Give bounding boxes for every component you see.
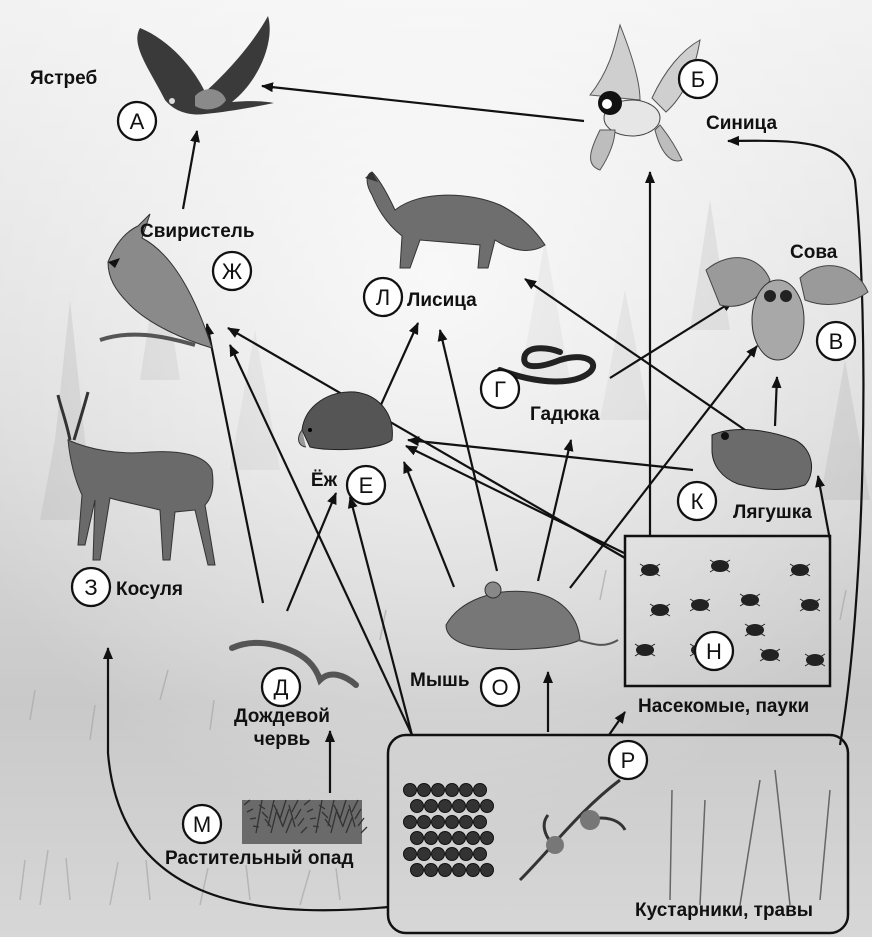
letter-litter: М [193,812,211,837]
letter-viper: Г [494,377,506,402]
marker-waxwing: Ж [213,252,251,290]
marker-mouse: О [481,668,519,706]
label-fox: Лисица [407,290,477,311]
label-plants: Кустарники, травы [635,900,813,921]
label-litter: Растительный опад [165,848,354,869]
label-roe: Косуля [116,579,183,600]
letter-owl: В [829,329,844,354]
letter-worm: Д [274,675,289,700]
label-tit: Синица [706,113,777,134]
letter-waxwing: Ж [222,259,243,284]
marker-tit: Б [679,60,717,98]
letter-hawk: А [130,109,145,134]
label-frog: Лягушка [733,502,812,523]
marker-hawk: А [118,102,156,140]
marker-insects: Н [695,632,733,670]
label-worm-line-0: Дождевой [234,706,330,727]
letter-insects: Н [706,639,722,664]
letter-roe: З [84,575,97,600]
letter-fox: Л [376,285,390,310]
marker-plants: Р [609,741,647,779]
label-hawk: Ястреб [30,68,97,89]
letter-frog: К [691,489,704,514]
marker-owl: В [817,322,855,360]
label-worm-line-1: червь [254,729,311,750]
label-waxwing: Свиристель [140,221,255,242]
letter-hedgehog: Е [359,473,374,498]
label-hedgehog: Ёж [311,470,338,491]
plant-litter-icon [242,800,367,844]
letter-mouse: О [491,675,508,700]
marker-worm: Д [262,668,300,706]
label-owl: Сова [790,242,838,263]
label-mouse: Мышь [410,670,470,691]
letter-tit: Б [691,67,705,92]
marker-roe: З [72,568,110,606]
marker-frog: К [678,482,716,520]
marker-fox: Л [364,278,402,316]
marker-hedgehog: Е [347,466,385,504]
letter-plants: Р [621,748,636,773]
label-insects: Насекомые, пауки [638,696,809,717]
marker-viper: Г [481,370,519,408]
label-viper: Гадюка [530,404,600,425]
marker-litter: М [183,805,221,843]
